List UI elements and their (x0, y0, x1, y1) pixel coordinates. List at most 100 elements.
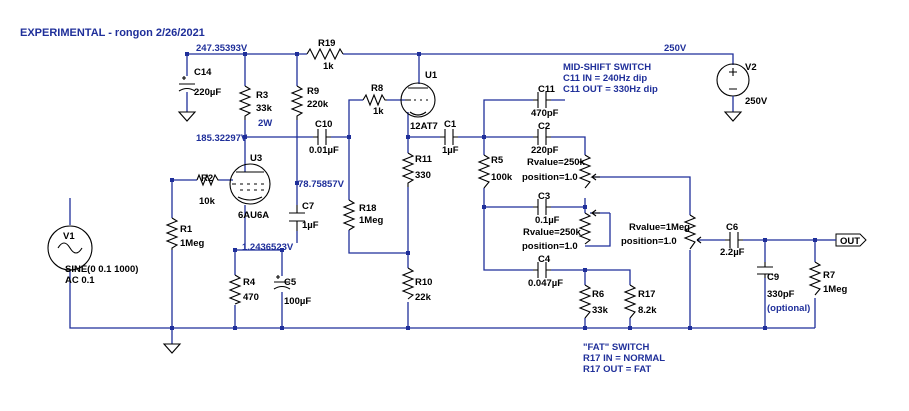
net-label-grid: 78.75857V (298, 179, 345, 190)
r7-symbol (808, 261, 822, 296)
c2-name: C2 (538, 121, 550, 132)
r7-name: R7 (823, 270, 835, 281)
r10-value: 22k (415, 292, 432, 303)
net-label-supply: 247.35393V (196, 43, 248, 54)
r6-symbol (578, 284, 592, 319)
c9-note: (optional) (767, 303, 810, 314)
r17-name: R17 (638, 289, 655, 300)
r6-value: 33k (592, 305, 609, 316)
midshift-out: C11 OUT = 330Hz dip (563, 84, 658, 95)
r10-symbol (401, 267, 415, 300)
r19-value: 1k (323, 61, 334, 72)
r11-symbol (401, 152, 415, 187)
c5-name: C5 (284, 277, 297, 288)
r3-symbol (238, 85, 252, 120)
u1-tube (400, 82, 436, 118)
u3-name: U3 (250, 153, 262, 164)
pot2-wiper (590, 209, 600, 217)
c11-name: C11 (538, 84, 556, 95)
v1-line1: SINE(0 0.1 1000) (65, 264, 138, 275)
c5-symbol (273, 275, 291, 290)
net-label-cathode: 1.2436523V (242, 242, 294, 253)
midshift-title: MID-SHIFT SWITCH (563, 62, 651, 73)
net-label-rail: 250V (664, 43, 687, 54)
c9-symbol (757, 262, 773, 278)
c7-value: 1µF (302, 220, 319, 231)
out-port (835, 233, 867, 247)
fat-out: R17 OUT = FAT (583, 364, 651, 375)
c4-symbol (533, 262, 551, 278)
r8-symbol (362, 93, 387, 107)
c5-value: 100µF (284, 296, 311, 307)
r9-symbol (290, 85, 304, 120)
r3-name: R3 (256, 90, 268, 101)
r11-name: R11 (415, 154, 433, 165)
r17-value: 8.2k (638, 305, 657, 316)
ground-symbol (723, 111, 743, 122)
pot3-symbol (683, 214, 697, 250)
r18-symbol (342, 199, 356, 231)
pot1-position: position=1.0 (522, 172, 578, 183)
pot2-rvalue: Rvalue=250k (523, 227, 582, 238)
c2-value: 220pF (531, 145, 559, 156)
r1-symbol (165, 217, 179, 250)
c11-symbol (533, 92, 551, 108)
r17-symbol (623, 284, 637, 319)
r7-value: 1Meg (823, 284, 847, 295)
r10-name: R10 (415, 277, 432, 288)
r9-name: R9 (307, 86, 319, 97)
wires (69, 53, 820, 344)
r1-name: R1 (180, 224, 193, 235)
u3-value: 6AU6A (238, 210, 269, 221)
pot3-position: position=1.0 (621, 236, 677, 247)
r4-symbol (228, 274, 242, 305)
v1-line2: AC 0.1 (65, 275, 95, 286)
pot1-rvalue: Rvalue=250k (527, 157, 586, 168)
c3-symbol (533, 199, 551, 215)
fat-title: "FAT" SWITCH (583, 342, 649, 353)
c11-value: 470pF (531, 108, 559, 119)
c9-value: 330pF (767, 289, 795, 300)
c14-name: C14 (194, 67, 212, 78)
page-title: EXPERIMENTAL - rongon 2/26/2021 (20, 27, 205, 39)
c14-value: 220µF (194, 87, 221, 98)
net-label-plate: 185.32297V (196, 133, 248, 144)
pot2-symbol (578, 212, 592, 245)
c1-value: 1µF (442, 145, 459, 156)
v1-name: V1 (63, 231, 75, 242)
midshift-in: C11 IN = 240Hz dip (563, 73, 647, 84)
c4-value: 0.047µF (528, 278, 563, 289)
c2-symbol (533, 129, 551, 145)
c14-symbol (178, 76, 196, 92)
c10-value: 0.01µF (309, 145, 339, 156)
c3-value: 0.1µF (535, 215, 560, 226)
c1-name: C1 (444, 119, 457, 130)
r5-name: R5 (491, 155, 504, 166)
ground-symbol (177, 111, 197, 122)
pot1-wiper (590, 173, 600, 181)
pot2-position: position=1.0 (522, 241, 578, 252)
r19-symbol (306, 47, 344, 61)
r5-symbol (477, 154, 491, 189)
r8-name: R8 (371, 83, 383, 94)
r11-value: 330 (415, 170, 431, 181)
r18-name: R18 (359, 203, 376, 214)
r8-value: 1k (373, 106, 384, 117)
out-port-label: OUT (840, 236, 860, 247)
ground-symbol (162, 343, 182, 354)
v2-source (716, 63, 750, 112)
r19-name: R19 (318, 38, 335, 49)
u1-value: 12AT7 (410, 121, 438, 132)
v2-value: 250V (745, 96, 768, 107)
r4-value: 470 (243, 292, 259, 303)
pot3-rvalue: Rvalue=1Meg (629, 222, 690, 233)
v2-name: V2 (745, 62, 757, 73)
c7-symbol (289, 205, 305, 231)
fat-in: R17 IN = NORMAL (583, 353, 665, 364)
r2-value: 10k (199, 196, 216, 207)
c6-symbol (725, 232, 743, 248)
r9-value: 220k (307, 99, 329, 110)
c7-name: C7 (302, 201, 314, 212)
u3-tube (229, 163, 271, 205)
